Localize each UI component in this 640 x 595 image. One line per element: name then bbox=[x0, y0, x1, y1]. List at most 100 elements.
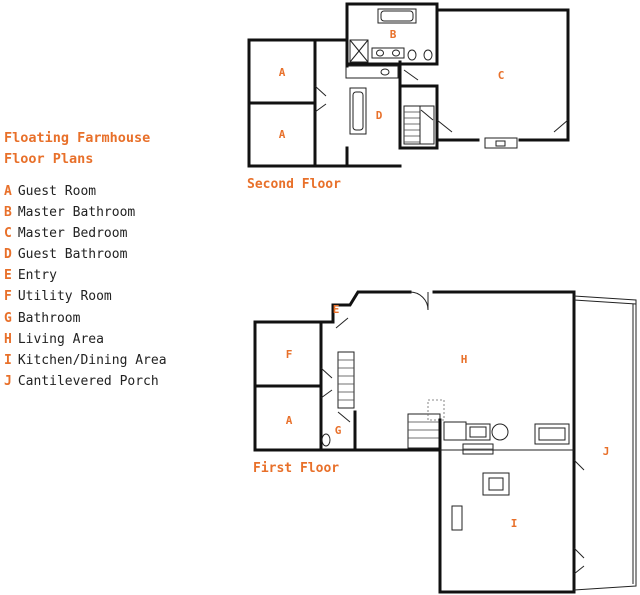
guest-bath-counter bbox=[345, 65, 399, 79]
master-sink-2 bbox=[392, 49, 400, 57]
room-label-h: H bbox=[461, 353, 468, 366]
legend-key: B bbox=[4, 205, 12, 221]
fireplace bbox=[484, 137, 518, 149]
living-front-door bbox=[409, 291, 429, 311]
first-utility-guest bbox=[253, 320, 333, 452]
dishwasher bbox=[491, 423, 509, 441]
entry-stair bbox=[407, 413, 441, 449]
kitchen-walls bbox=[438, 298, 576, 594]
guest-sink bbox=[380, 68, 390, 76]
first-stair-run bbox=[337, 351, 355, 409]
guest-bathtub bbox=[349, 87, 367, 135]
stair-walls bbox=[398, 84, 439, 150]
legend-label: Kitchen/Dining Area bbox=[17, 352, 167, 368]
stair-door bbox=[420, 109, 434, 121]
stair-treads bbox=[404, 111, 420, 143]
room-label-b: B bbox=[390, 28, 397, 41]
first-floor-plan bbox=[253, 290, 637, 594]
legend-item: H Living Area bbox=[4, 329, 167, 350]
kitchen-porch-doors bbox=[573, 459, 585, 575]
bedroom-doors bbox=[436, 119, 569, 133]
living-north-walls bbox=[331, 290, 576, 324]
room-label-c: C bbox=[498, 69, 505, 82]
second-master-bedroom bbox=[435, 8, 570, 150]
room-label-g: G bbox=[335, 424, 342, 437]
first-porch bbox=[573, 295, 637, 591]
legend-key: D bbox=[4, 247, 12, 263]
master-bath-walls bbox=[345, 2, 439, 68]
legend-key: A bbox=[4, 184, 12, 199]
refrigerator bbox=[443, 421, 467, 441]
kitchen-sink bbox=[469, 426, 487, 438]
legend-item: I Kitchen/Dining Area bbox=[4, 350, 167, 371]
entry-stair-treads bbox=[408, 421, 440, 439]
porch-rail bbox=[573, 299, 637, 305]
plan-title-line2: Floor Plans bbox=[4, 151, 94, 167]
second-floor-stair bbox=[398, 84, 439, 150]
legend-key: C bbox=[4, 226, 12, 242]
second-floor-label: Second Floor bbox=[247, 177, 341, 192]
legend-key: E bbox=[4, 268, 12, 284]
legend-label: Cantilevered Porch bbox=[17, 373, 159, 389]
legend-item: B Master Bathroom bbox=[4, 202, 167, 223]
second-hall-bath bbox=[313, 38, 402, 168]
first-stair-treads bbox=[338, 359, 354, 401]
legend-label: Living Area bbox=[17, 331, 104, 347]
stair-landing bbox=[419, 105, 435, 145]
first-bath-walls bbox=[319, 320, 442, 452]
legend-key: I bbox=[4, 352, 12, 368]
second-master-bath bbox=[345, 2, 439, 81]
legend-label: Master Bedroom bbox=[17, 226, 128, 242]
room-label-a: A bbox=[279, 66, 286, 79]
room-label-a: A bbox=[286, 414, 293, 427]
hall-walls bbox=[313, 38, 402, 168]
plan-title: Floating Farmhouse Floor Plans bbox=[4, 128, 150, 170]
fireplace-opening bbox=[495, 140, 506, 147]
room-label-a: A bbox=[279, 128, 286, 141]
room-label-d: D bbox=[376, 109, 383, 122]
room-label-j: J bbox=[603, 445, 610, 458]
first-toilet bbox=[321, 433, 331, 447]
second-guest-rooms bbox=[247, 38, 327, 168]
room-label-e: E bbox=[333, 303, 340, 316]
room-label-f: F bbox=[286, 348, 293, 361]
living-cabinet-inner bbox=[538, 427, 566, 441]
legend-item: G Bathroom bbox=[4, 308, 167, 329]
island-sink bbox=[488, 477, 504, 491]
master-bathtub-basin bbox=[380, 10, 414, 22]
legend-key: H bbox=[4, 331, 12, 347]
master-toilet bbox=[407, 49, 417, 61]
legend-label: Master Bathroom bbox=[17, 205, 136, 221]
bath-door-swing bbox=[403, 69, 419, 81]
legend-label: Bathroom bbox=[17, 310, 81, 326]
sink-counter bbox=[465, 423, 491, 441]
guest-room-doors bbox=[314, 85, 327, 113]
living-cabinet bbox=[534, 423, 570, 445]
kitchen-island bbox=[482, 472, 510, 496]
first-floor-label: First Floor bbox=[253, 461, 340, 476]
master-vanity bbox=[371, 47, 405, 59]
room-label-i: I bbox=[511, 517, 518, 530]
second-floor-plan bbox=[247, 2, 570, 168]
master-sink-1 bbox=[376, 49, 384, 57]
porch-outline bbox=[573, 295, 637, 591]
kitchen-chair bbox=[451, 505, 463, 531]
legend-item: C Master Bedroom bbox=[4, 223, 167, 244]
master-bidet bbox=[423, 49, 433, 61]
entry-door bbox=[335, 317, 349, 329]
legend-key: F bbox=[4, 289, 12, 305]
bedroom-walls bbox=[435, 8, 570, 150]
first-living-area bbox=[331, 290, 576, 445]
master-shower bbox=[349, 39, 369, 63]
legend-label: Guest Room bbox=[17, 184, 97, 199]
plan-title-line1: Floating Farmhouse bbox=[4, 130, 151, 146]
legend-key: G bbox=[4, 310, 12, 326]
legend-item: A Guest Room bbox=[4, 181, 167, 202]
entry-stair-overhead bbox=[427, 399, 445, 421]
shower-mark-2 bbox=[349, 39, 369, 63]
legend-label: Utility Room bbox=[17, 289, 112, 305]
